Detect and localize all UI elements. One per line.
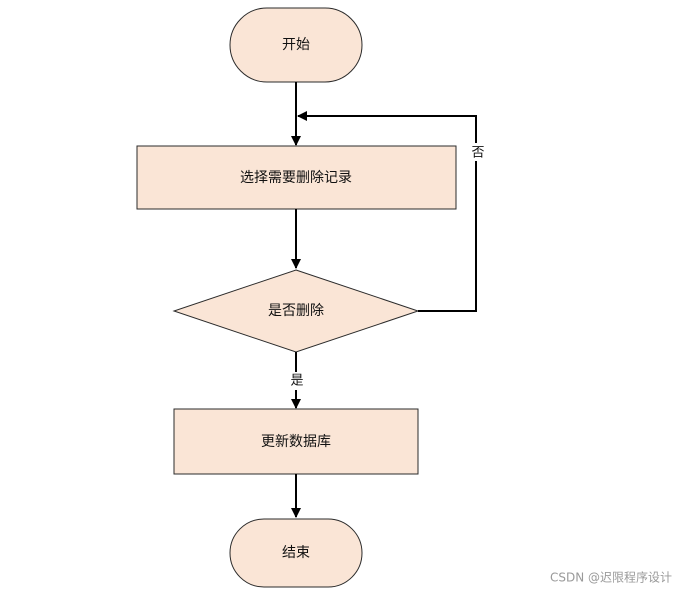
select-record-node-label: 选择需要删除记录 [240, 170, 352, 186]
decision-node: 是否删除 [172, 269, 420, 353]
decision-node-label: 是否删除 [268, 303, 324, 319]
edge-no-loop-back [297, 111, 477, 312]
select-record-node-shape [136, 145, 457, 210]
update-database-node-shape [173, 408, 419, 475]
end-node-label: 结束 [282, 545, 310, 561]
no-label-background [468, 143, 484, 161]
start-node-label: 开始 [282, 37, 310, 53]
end-node-shape [229, 518, 363, 588]
edge-yes-label: 是 [290, 374, 303, 389]
csdn-watermark: CSDN @迟限程序设计 [550, 570, 672, 585]
edge-no-label: 否 [471, 146, 484, 161]
end-node: 结束 [229, 518, 363, 588]
update-database-node-label: 更新数据库 [261, 434, 331, 450]
update-database-node: 更新数据库 [173, 408, 419, 475]
yes-label-background [288, 372, 304, 390]
start-node: 开始 [229, 7, 363, 83]
select-record-node: 选择需要删除记录 [136, 145, 457, 210]
